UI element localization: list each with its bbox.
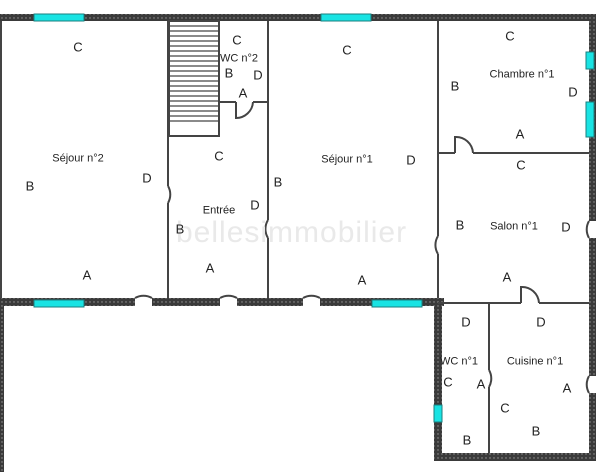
door-chambre1 — [454, 135, 474, 154]
staircase — [168, 20, 220, 137]
wall-label: B — [455, 217, 465, 233]
wall-label: D — [253, 67, 263, 83]
room-label: WC n°1 — [439, 355, 479, 368]
wall-label: C — [232, 32, 242, 48]
wall-label: C — [516, 157, 526, 173]
wall-label: B — [531, 423, 541, 439]
door-cuisine-right — [585, 375, 590, 394]
door-sejour2-bottom — [134, 294, 153, 299]
room-label: Séjour n°1 — [321, 153, 373, 166]
wall-label: B — [224, 65, 234, 81]
wall-label: B — [450, 78, 460, 94]
wall-label: B — [175, 221, 185, 237]
wall-label: B — [273, 174, 283, 190]
door-wc2 — [235, 101, 254, 120]
wall-label: A — [238, 85, 248, 101]
window — [433, 404, 443, 423]
doors — [134, 101, 590, 394]
wall-label: D — [561, 219, 571, 235]
wall-label: C — [443, 374, 453, 390]
room-label: Cuisine n°1 — [506, 355, 564, 368]
window — [585, 51, 595, 70]
wall-label: C — [500, 400, 510, 416]
wall-label: D — [250, 197, 260, 213]
wall-label: C — [73, 39, 83, 55]
door-entree-sejour1 — [264, 219, 269, 239]
wall-label: C — [505, 28, 515, 44]
window — [33, 13, 85, 22]
wall-label: C — [342, 42, 352, 58]
room-label: Chambre n°1 — [489, 68, 555, 81]
room-label: WC n°2 — [219, 52, 259, 65]
wall-label: A — [515, 126, 525, 142]
wall-label: B — [462, 432, 472, 448]
door-sejour1-salon — [434, 235, 439, 255]
room-label: Salon n°1 — [490, 220, 538, 233]
wall-label: C — [214, 148, 224, 164]
wall-label: A — [502, 269, 512, 285]
wall-label: D — [142, 170, 152, 186]
window — [371, 299, 423, 308]
door-entree-bottom — [219, 294, 238, 299]
door-sejour1-bottom — [302, 294, 321, 299]
wall-label: D — [536, 314, 546, 330]
wall-label: D — [406, 152, 416, 168]
door-sejour2-entree — [167, 185, 172, 204]
partitions — [0, 21, 589, 453]
wall-label: A — [562, 380, 572, 396]
wall-label: B — [25, 178, 35, 194]
wall-label: A — [205, 260, 215, 276]
window — [33, 299, 85, 308]
door-salon-right — [585, 220, 590, 239]
door-wc1 — [488, 369, 493, 388]
window — [320, 13, 372, 22]
window — [585, 101, 595, 138]
wall-label: D — [461, 314, 471, 330]
room-label: Entrée — [202, 204, 236, 217]
windows — [33, 13, 595, 423]
wall-label: D — [568, 84, 578, 100]
wall-label: A — [82, 267, 92, 283]
wall-label: A — [476, 376, 486, 392]
door-salon-bottom — [520, 285, 540, 304]
room-label: Séjour n°2 — [52, 152, 104, 165]
wall-label: A — [357, 272, 367, 288]
